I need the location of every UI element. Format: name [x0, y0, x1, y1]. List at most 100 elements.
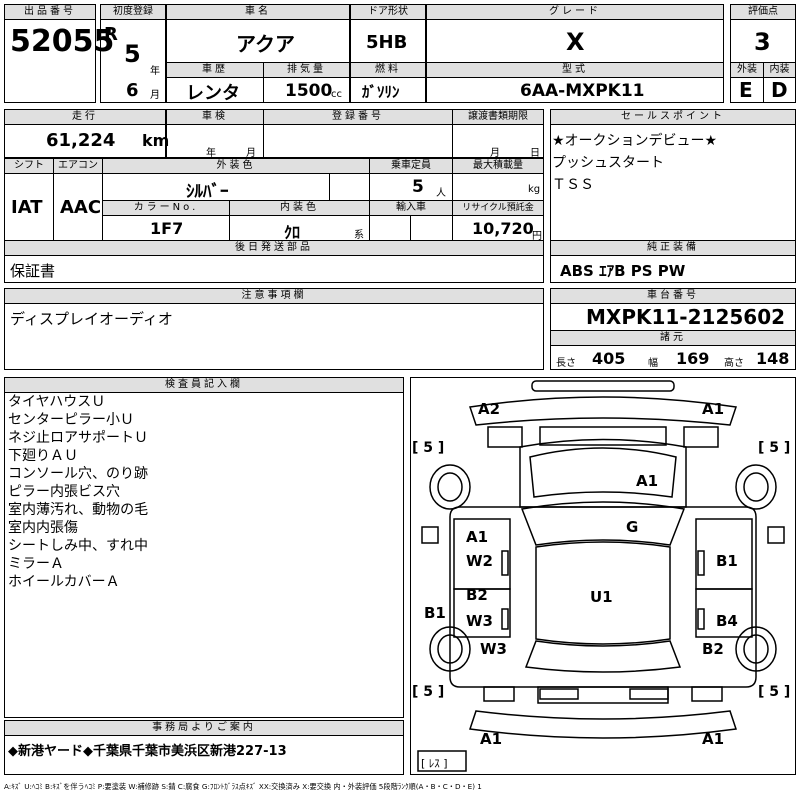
fuel-label: 燃料: [350, 62, 426, 78]
sales-point-line: ＴＳＳ: [552, 177, 594, 193]
mark-a2-front: A2: [478, 400, 501, 418]
inspector-line: センターピラー小Ｕ: [8, 412, 134, 428]
later-parts-box: [4, 255, 544, 283]
shift-label: シフト: [4, 158, 54, 174]
mileage-label: 走行: [4, 109, 166, 125]
later-parts-label: 後日発送部品: [4, 240, 544, 256]
lot-number: 52055: [10, 24, 115, 59]
legend: A:ｷｽﾞ U:ﾍｺﾐ B:ｷｽﾞを伴うﾍｺﾐ P:要塗装 W:補修跡 S:錆 …: [4, 782, 482, 791]
roof: [535, 541, 671, 645]
displacement-cell: [263, 77, 350, 103]
chassis-number: MXPK11-2125602: [586, 305, 786, 329]
year-unit: 年: [150, 66, 160, 77]
first-reg-box: [100, 19, 166, 103]
mark-lf-door-a: A1: [466, 528, 489, 546]
left-mirror: [421, 526, 439, 544]
diagram-box: [410, 377, 796, 775]
tire-rl: [ 5 ]: [412, 684, 445, 700]
mark-right-rear: B2: [702, 640, 724, 658]
door: 5HB: [366, 32, 408, 53]
inspector-label: 検査員記入欄: [4, 377, 404, 393]
sales-point-lines: ★オークションデビュー★ プッシュスタート ＴＳＳ: [552, 130, 717, 196]
wheel-front-right: [735, 464, 777, 510]
inspector-line: 室内薄汚れ、動物の毛: [8, 502, 149, 518]
wheel-rear-left: [429, 626, 471, 672]
grade: X: [566, 28, 585, 56]
insp-month-unit: 月: [246, 148, 256, 159]
mark-lr-door-w: W3: [466, 612, 493, 630]
wheel-front-left: [429, 464, 471, 510]
specs-box: [550, 345, 796, 370]
transfer-day-unit: 日: [530, 148, 540, 159]
model-label: 型式: [426, 62, 724, 78]
wheel-rear-right: [735, 626, 777, 672]
caution-label: 注意事項欄: [4, 288, 544, 304]
height-label: 高さ: [724, 358, 744, 369]
inspector-box: [4, 392, 404, 718]
load-label: 最大積載量: [452, 158, 544, 174]
import-cell-2: [410, 215, 453, 241]
wheel-front-right-inner: [743, 472, 769, 502]
insp-year-unit: 年: [206, 148, 216, 159]
reg-no-label: 登録番号: [263, 109, 453, 125]
right-front-handle: [697, 550, 705, 576]
exterior-label: 外装: [730, 62, 764, 78]
windshield: [520, 501, 686, 546]
mileage-cell: [4, 124, 166, 158]
rear-bumper: [469, 710, 737, 739]
recycle: 10,720: [472, 219, 534, 238]
int-color-unit: 系: [354, 230, 364, 241]
inspector-lines: タイヤハウスＵ センターピラー小Ｕ ネジ止ロアサポートＵ 下廻りＡＵ コンソール…: [8, 393, 148, 591]
color: ｼﾙﾊﾞｰ: [186, 182, 229, 202]
front-bumper-top: [531, 380, 675, 392]
mark-rear-left: A1: [480, 730, 503, 748]
left-rear-handle: [501, 608, 509, 630]
color-no-label: カラーNo.: [102, 200, 230, 216]
height: 148: [756, 349, 790, 368]
history: レンタ: [186, 83, 240, 104]
left-rear-door: [453, 588, 511, 638]
exterior-grade: E: [739, 78, 753, 102]
office-box: [4, 735, 404, 775]
taillight-left: [483, 686, 515, 702]
reg-no-cell: [263, 124, 453, 158]
int-color-label: 内装色: [229, 200, 370, 216]
spare-box: [417, 750, 467, 772]
import-label: 輸入車: [369, 200, 453, 216]
fuel: ｶﾞｿﾘﾝ: [362, 83, 400, 101]
grille: [539, 426, 667, 446]
mark-left-sill: B1: [424, 604, 446, 622]
inspector-line: ピラー内張ビス穴: [8, 484, 120, 500]
ac-label: エアコン: [53, 158, 103, 174]
mark-lf-door-w: W2: [466, 552, 493, 570]
spare-label: [ ﾚｽ ]: [421, 757, 448, 770]
int-color: ｸﾛ: [284, 223, 301, 242]
equipment-box: [550, 255, 796, 283]
right-rear-door: [695, 588, 753, 638]
capacity-label: 乗車定員: [369, 158, 453, 174]
equipment-value: ABS ｴｱB PS PW: [560, 262, 686, 280]
mark-left-rear-w: W3: [480, 640, 507, 658]
model: 6AA-MXPK11: [520, 81, 645, 101]
right-rear-handle: [697, 608, 705, 630]
reg-year: 5: [124, 40, 141, 68]
ac: AAC: [60, 197, 102, 218]
recycle-unit: 円: [532, 231, 542, 242]
sales-point-line: ★オークションデビュー★: [552, 133, 718, 149]
mark-roof: U1: [590, 588, 613, 606]
capacity: 5: [412, 177, 424, 197]
inspector-line: シートしみ中、すれ中: [8, 538, 148, 554]
month-unit: 月: [150, 90, 160, 101]
transfer-month-unit: 月: [490, 148, 500, 159]
displacement-unit: cc: [331, 89, 342, 100]
mileage-unit: km: [142, 131, 170, 150]
taillight-right: [691, 686, 723, 702]
office-value: ◆新港ヤード◆千葉県千葉市美浜区新港227-13: [8, 744, 287, 759]
caution-value: ディスプレイオーディオ: [10, 310, 173, 328]
score-label: 評価点: [730, 4, 796, 20]
inspector-line: ミラーＡ: [8, 556, 64, 572]
car-name: アクア: [236, 32, 295, 56]
rear-window: [524, 640, 682, 673]
transfer-cell: [452, 124, 544, 158]
